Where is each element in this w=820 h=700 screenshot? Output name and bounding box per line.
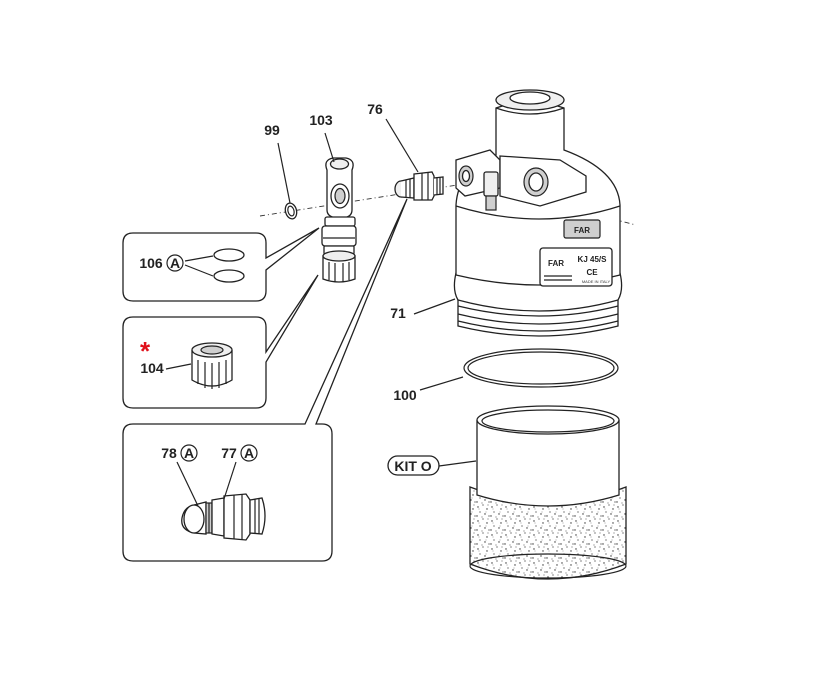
label-78-letter: A — [184, 445, 194, 461]
part-71-housing: FAR FAR KJ 45/S CE MADE IN ITALY — [453, 89, 623, 337]
part-100-oring — [463, 348, 619, 388]
part-76-fitting — [394, 171, 444, 201]
label-77: 77 — [221, 445, 237, 461]
leader-kit — [438, 460, 477, 467]
label-99: 99 — [264, 122, 280, 138]
leader-71 — [413, 298, 456, 315]
callout-box-78-77 — [122, 198, 408, 562]
label-103: 103 — [309, 112, 333, 128]
housing-plate-brand: FAR — [548, 259, 564, 268]
label-kit: KIT O — [394, 458, 431, 474]
housing-plate-model: KJ 45/S — [578, 255, 608, 264]
leader-99 — [277, 142, 291, 204]
part-99-circlip — [284, 202, 298, 220]
label-104: 104 — [140, 360, 164, 376]
part-kit-filter-element — [469, 405, 627, 580]
label-71: 71 — [390, 305, 406, 321]
leader-100 — [419, 376, 464, 391]
label-106-circle — [166, 254, 184, 272]
housing-plate-ce: CE — [586, 268, 598, 277]
leader-106-b — [184, 264, 214, 277]
part-104-cap — [191, 342, 233, 389]
leader-106-a — [184, 255, 214, 262]
asterisk-marker: * — [140, 336, 151, 366]
part-106-orings — [213, 248, 245, 283]
housing-plate-made-in: MADE IN ITALY — [582, 279, 611, 284]
leader-76 — [385, 118, 419, 173]
label-78-circle — [180, 444, 198, 462]
part-78-77-valve-detail — [181, 493, 266, 541]
part-103-valve — [321, 157, 357, 283]
label-kit-pill — [387, 455, 440, 476]
label-77-letter: A — [244, 445, 254, 461]
leader-78 — [176, 461, 199, 507]
leader-77 — [223, 461, 237, 500]
label-100: 100 — [393, 387, 417, 403]
label-106: 106 — [139, 255, 163, 271]
label-106-letter: A — [170, 255, 180, 271]
housing-badge-brand: FAR — [574, 226, 590, 235]
leader-104 — [165, 363, 192, 370]
callout-box-106 — [122, 227, 320, 302]
leader-103 — [324, 132, 335, 163]
callout-box-104 — [122, 274, 319, 409]
label-76: 76 — [367, 101, 383, 117]
label-77-circle — [240, 444, 258, 462]
label-78: 78 — [161, 445, 177, 461]
